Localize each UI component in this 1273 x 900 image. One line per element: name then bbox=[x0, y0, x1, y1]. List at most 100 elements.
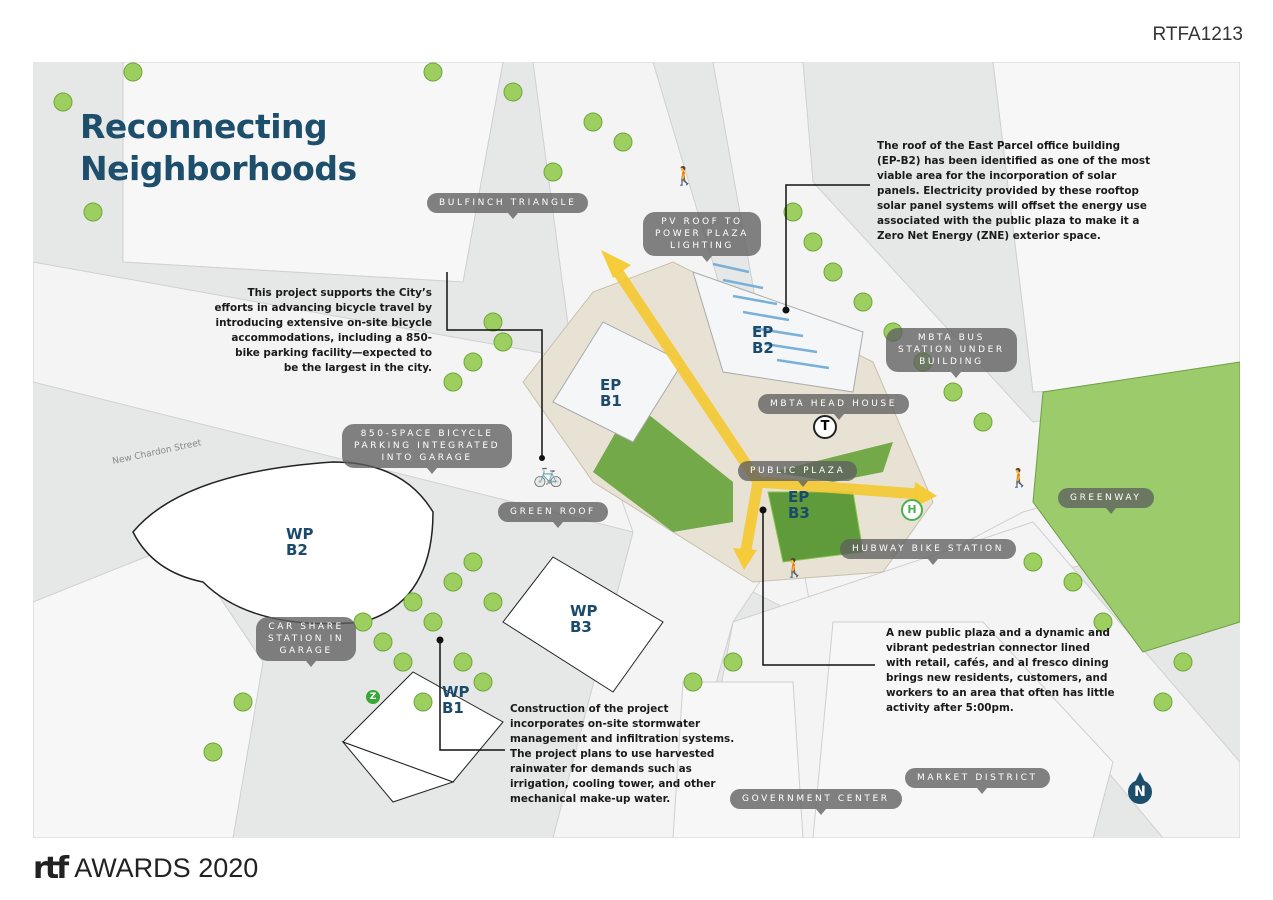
tree bbox=[483, 592, 503, 612]
bld-line: WP bbox=[286, 525, 314, 543]
arrow-to-government bbox=[740, 481, 764, 551]
city-block bbox=[122, 62, 504, 283]
tree bbox=[403, 592, 423, 612]
note-bicycle: This project supports the City’s efforts … bbox=[214, 286, 432, 376]
note-line: activity after 5:00pm. bbox=[886, 702, 1014, 714]
tree bbox=[1173, 652, 1193, 672]
tree bbox=[473, 672, 493, 692]
tree bbox=[373, 632, 393, 652]
building-wp-b2 bbox=[132, 461, 434, 625]
tree bbox=[463, 552, 483, 572]
note-line: introducing extensive on-site bicycle bbox=[215, 317, 432, 329]
note-line: accommodations, including a 850- bbox=[231, 332, 432, 344]
solar-panels bbox=[712, 262, 830, 370]
note-line: irrigation, cooling tower, and other bbox=[510, 778, 716, 790]
bld-line: B1 bbox=[442, 699, 464, 717]
map-drawing: New Chardon Street bbox=[33, 62, 1240, 838]
bld-line: B1 bbox=[600, 392, 622, 410]
tree bbox=[123, 62, 143, 82]
label-hubway: HUBWAY BIKE STATION bbox=[840, 539, 1017, 565]
bld-line: WP bbox=[570, 602, 598, 620]
tree bbox=[853, 292, 873, 312]
title-line: Reconnecting bbox=[80, 107, 328, 146]
bld-line: B3 bbox=[788, 504, 810, 522]
tree bbox=[723, 652, 743, 672]
tree bbox=[203, 742, 223, 762]
tree bbox=[413, 692, 433, 712]
label-mbta-bus-station: MBTA BUS STATION UNDER BUILDING bbox=[886, 328, 1017, 378]
label-line: STATION IN bbox=[268, 634, 345, 644]
bld-line: B2 bbox=[286, 541, 308, 559]
tree bbox=[1153, 692, 1173, 712]
tree bbox=[783, 202, 803, 222]
bld-line: B2 bbox=[752, 339, 774, 357]
label-line: POWER PLAZA bbox=[655, 229, 749, 239]
rtf-logo: rtf bbox=[33, 851, 69, 886]
bld-line: EP bbox=[788, 488, 810, 506]
note-line: The project plans to use harvested bbox=[510, 748, 715, 760]
note-line: solar panel systems will offset the ener… bbox=[877, 200, 1147, 212]
city-block bbox=[992, 62, 1240, 393]
footer: rtf AWARDS 2020 bbox=[33, 851, 258, 886]
project-code: RTFA1213 bbox=[1152, 24, 1243, 45]
tree bbox=[1023, 552, 1043, 572]
tree bbox=[803, 232, 823, 252]
arrow-to-greenway bbox=[757, 476, 919, 500]
label-greenway: GREENWAY bbox=[1058, 488, 1154, 514]
note-line: rainwater for demands such as bbox=[510, 763, 692, 775]
tree bbox=[423, 612, 443, 632]
note-solar: The roof of the East Parcel office build… bbox=[877, 139, 1150, 244]
label-line: GARAGE bbox=[279, 646, 333, 656]
label-line: PV ROOF TO bbox=[661, 217, 743, 227]
label-line: STATION UNDER bbox=[898, 345, 1005, 355]
note-line: efforts in advancing bicycle travel by bbox=[214, 302, 432, 314]
note-line: workers to an area that often has little bbox=[886, 687, 1115, 699]
site-plan-map: New Chardon Street T H Z 🚲 🚶 🚶 🚶 bbox=[33, 62, 1240, 838]
awards-label: AWARDS 2020 bbox=[74, 853, 259, 883]
label-public-plaza: PUBLIC PLAZA bbox=[738, 461, 858, 487]
note-line: vibrant pedestrian connector lined bbox=[886, 642, 1090, 654]
note-line: This project supports the City’s bbox=[247, 287, 432, 299]
zipcar-icon: Z bbox=[366, 690, 380, 704]
tree bbox=[393, 652, 413, 672]
tree bbox=[53, 92, 73, 112]
tree bbox=[233, 692, 253, 712]
title-line: Neighborhoods bbox=[80, 149, 357, 188]
hubway-bike-icon: H bbox=[901, 499, 923, 521]
note-line: mechanical make-up water. bbox=[510, 793, 671, 805]
tree bbox=[683, 672, 703, 692]
label-line: CAR SHARE bbox=[268, 622, 344, 632]
arrow-to-bulfinch bbox=[613, 268, 763, 486]
building-wp-b3 bbox=[502, 556, 664, 693]
note-line: with retail, cafés, and al fresco dining bbox=[886, 657, 1109, 669]
label-line: 850-SPACE BICYCLE bbox=[360, 429, 494, 439]
label-line: LIGHTING bbox=[669, 241, 735, 251]
page-title: Reconnecting Neighborhoods bbox=[80, 106, 357, 190]
note-line: bike parking facility—expected to bbox=[235, 347, 432, 359]
mbta-t-icon: T bbox=[813, 415, 837, 439]
bld-line: B3 bbox=[570, 618, 592, 636]
label-line: BUILDING bbox=[919, 357, 984, 367]
tree bbox=[943, 382, 963, 402]
bld-line: EP bbox=[600, 376, 622, 394]
tree bbox=[353, 612, 373, 632]
label-bulfinch-triangle: BULFINCH TRIANGLE bbox=[427, 193, 589, 219]
tree bbox=[613, 132, 633, 152]
tree bbox=[83, 202, 103, 222]
label-mbta-head-house: MBTA HEAD HOUSE bbox=[758, 394, 909, 420]
building-wp-b1-low bbox=[341, 740, 455, 803]
note-line: The roof of the East Parcel office build… bbox=[877, 140, 1121, 152]
tree bbox=[423, 62, 443, 82]
note-line: Zero Net Energy (ZNE) exterior space. bbox=[877, 230, 1101, 242]
trees bbox=[53, 62, 1193, 762]
note-line: Construction of the project bbox=[510, 703, 669, 715]
label-line: INTO GARAGE bbox=[381, 453, 473, 463]
label-line: MBTA BUS bbox=[917, 333, 985, 343]
